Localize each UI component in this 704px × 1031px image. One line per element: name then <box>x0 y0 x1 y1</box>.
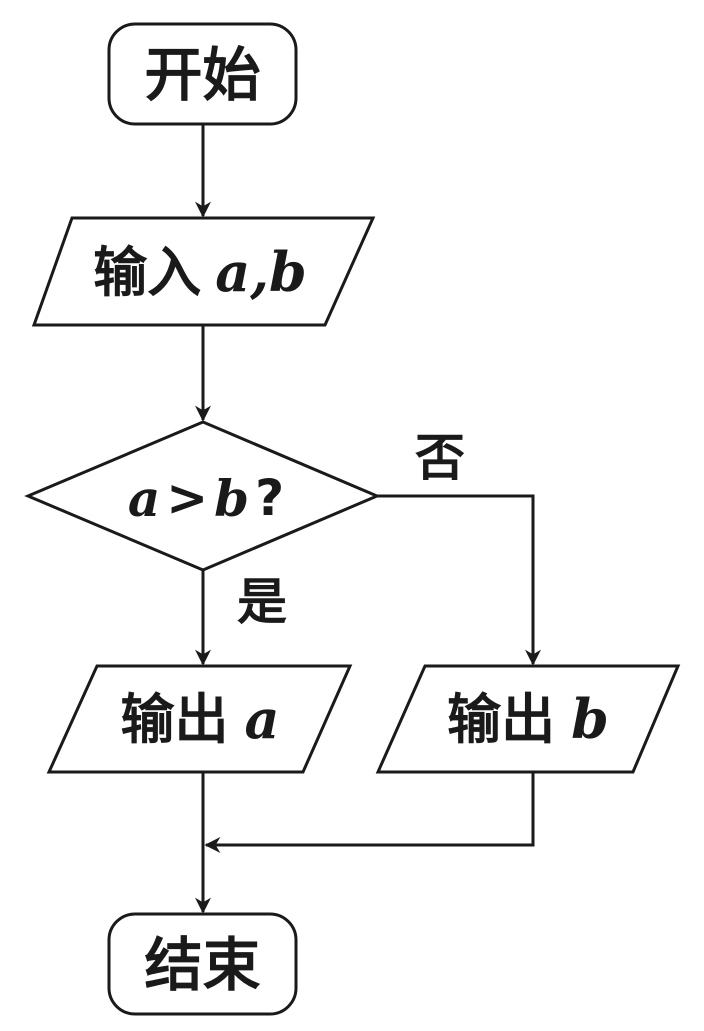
decision-label: a>b? <box>128 469 284 528</box>
end-label: 结束 <box>144 931 260 999</box>
start-terminal <box>107 22 298 126</box>
output-a-label: 输出 a <box>121 687 280 751</box>
branch-no-label: 否 <box>415 429 465 487</box>
branch-yes-label: 是 <box>237 573 287 631</box>
output-b-var: b <box>571 687 609 751</box>
output-a-parallelogram <box>46 664 353 774</box>
edge-output-b-to-merge <box>204 772 535 853</box>
input-parallelogram <box>31 216 376 327</box>
input-prefix: 输入 <box>93 241 201 304</box>
decision-operator: > <box>166 469 208 527</box>
decision-question-mark: ? <box>255 469 284 527</box>
decision-var-a: a <box>128 469 160 528</box>
start-label: 开始 <box>144 41 260 109</box>
output-a-var: a <box>245 687 280 751</box>
edge-decision-no-to-output-b <box>377 494 541 666</box>
decision-var-b: b <box>214 469 249 528</box>
output-b-label: 输出 b <box>447 687 609 751</box>
decision-diamond <box>24 420 381 572</box>
input-vars: a,b <box>215 240 307 304</box>
output-b-parallelogram <box>375 664 681 774</box>
output-a-prefix: 输出 <box>121 688 229 751</box>
output-b-prefix: 输出 <box>447 688 555 751</box>
end-terminal <box>107 912 298 1016</box>
